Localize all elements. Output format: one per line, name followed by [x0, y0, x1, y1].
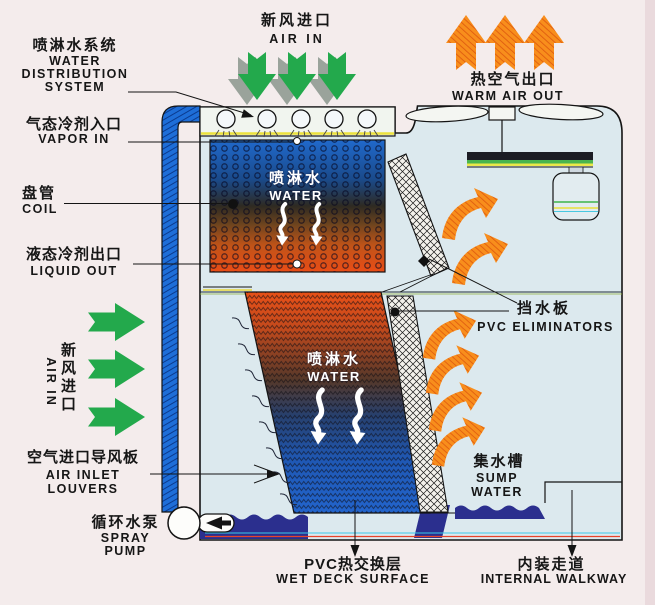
label-air-inlet-louvers-en2: LOUVERS [47, 482, 119, 496]
label-air-in-top-zh: 新风进口 [260, 12, 333, 29]
label-air-in-left-en: AIR IN [44, 357, 58, 407]
label-spray-water-deck-zh: 喷淋水 [306, 351, 361, 368]
label-air-in-top-en: AIR IN [269, 32, 325, 46]
label-warm-air-out-zh: 热空气出口 [470, 71, 556, 88]
label-water-distribution-en3: SYSTEM [44, 80, 106, 94]
label-air-inlet-louvers-en1: AIR INLET [45, 468, 121, 482]
axial-fan [405, 103, 604, 153]
label-internal-walkway-zh: 内装走道 [517, 556, 586, 573]
label-sump-water-zh: 集水槽 [473, 453, 525, 470]
label-spray-water-coil-en: WATER [269, 188, 323, 203]
label-spray-pump-en1: SPRAY [100, 531, 151, 545]
label-wet-deck-en: WET DECK SURFACE [276, 572, 430, 586]
label-spray-pump-zh: 循环水泵 [91, 514, 160, 531]
label-water-distribution-en2: DISTRIBUTION [21, 67, 129, 81]
wet-deck-block [244, 291, 431, 514]
spray-pump [167, 506, 235, 540]
label-air-inlet-louvers-zh: 空气进口导风板 [26, 449, 139, 466]
label-spray-water-deck-en: WATER [307, 369, 361, 384]
air-in-arrows-left [88, 303, 145, 436]
label-liquid-out-en: LIQUID OUT [30, 264, 118, 278]
label-air-in-left-zh: 新风进口 [59, 342, 76, 414]
label-sump-water-en1: SUMP [475, 471, 519, 485]
warm-air-out-arrows [446, 15, 564, 70]
label-water-distribution-zh: 喷淋水系统 [32, 37, 118, 54]
leader-lines [64, 91, 577, 557]
label-warm-air-out-en: WARM AIR OUT [452, 89, 564, 103]
label-coil-en: COIL [22, 202, 58, 216]
label-pvc-eliminators-en: PVC ELIMINATORS [477, 320, 614, 334]
nozzle-spray-marks [214, 129, 379, 138]
label-spray-pump-en2: PUMP [104, 544, 147, 558]
label-spray-water-coil-zh: 喷淋水 [268, 170, 323, 187]
sump-and-floor [200, 481, 622, 539]
label-sump-water-en2: WATER [471, 485, 523, 499]
pvc-eliminator-upper [381, 153, 450, 293]
water-distribution-deck [199, 106, 396, 138]
fan-motor [467, 152, 600, 221]
label-wet-deck-zh: PVC热交换层 [304, 556, 402, 573]
label-pvc-eliminators-zh: 挡水板 [516, 300, 571, 317]
label-water-distribution-en1: WATER [49, 54, 101, 68]
label-coil-zh: 盘管 [21, 185, 56, 202]
label-liquid-out-zh: 液态冷剂出口 [25, 246, 122, 263]
label-vapor-in-en: VAPOR IN [38, 132, 110, 146]
coil-block [209, 137, 386, 273]
label-vapor-in-zh: 气态冷剂入口 [25, 116, 122, 133]
label-internal-walkway-en: INTERNAL WALKWAY [480, 572, 628, 586]
pvc-eliminator-lower [386, 295, 449, 513]
